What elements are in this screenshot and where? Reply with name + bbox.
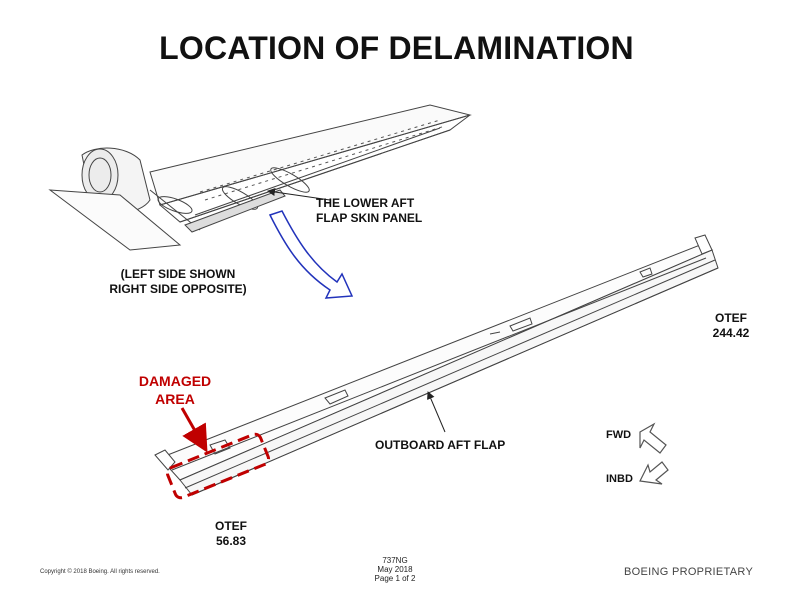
copyright-text: Copyright © 2018 Boeing. All rights rese… xyxy=(40,569,160,575)
otef-right: OTEF 244.42 xyxy=(706,311,756,341)
outboard-flap-leader-line xyxy=(427,391,446,433)
panel-label: THE LOWER AFT FLAP SKIN PANEL xyxy=(316,196,422,226)
outboard-aft-flap xyxy=(154,234,719,496)
footer-page: Page 1 of 2 xyxy=(374,574,416,583)
footer-info: 737NG May 2018 Page 1 of 2 xyxy=(350,556,440,583)
side-note-line2: RIGHT SIDE OPPOSITE) xyxy=(109,282,247,296)
damaged-area-label: DAMAGED AREA xyxy=(120,372,230,408)
side-note-line1: (LEFT SIDE SHOWN xyxy=(120,267,236,281)
inbd-arrow-icon xyxy=(639,461,669,485)
damaged-label-line2: AREA xyxy=(155,391,195,407)
otef-right-value: 244.42 xyxy=(712,326,750,340)
otef-right-label: OTEF xyxy=(715,311,747,325)
outboard-flap-label: OUTBOARD AFT FLAP xyxy=(375,438,506,452)
damaged-area-arrow xyxy=(180,407,208,453)
otef-left: OTEF 56.83 xyxy=(206,519,256,549)
wing-illustration xyxy=(48,104,472,251)
fwd-arrow-icon xyxy=(639,422,667,454)
footer-model: 737NG xyxy=(382,556,408,565)
side-note: (LEFT SIDE SHOWN RIGHT SIDE OPPOSITE) xyxy=(88,267,268,297)
otef-left-label: OTEF xyxy=(215,519,247,533)
transition-arrow xyxy=(268,210,354,299)
damaged-label-line1: DAMAGED xyxy=(138,373,212,389)
otef-left-value: 56.83 xyxy=(215,534,247,548)
panel-label-line1: THE LOWER AFT xyxy=(316,196,415,210)
inbd-label: INBD xyxy=(606,473,633,485)
fwd-label: FWD xyxy=(606,429,632,441)
page-title: LOCATION OF DELAMINATION xyxy=(159,30,634,66)
damaged-area-outline xyxy=(165,432,271,500)
proprietary-notice: BOEING PROPRIETARY xyxy=(624,566,754,578)
panel-label-line2: FLAP SKIN PANEL xyxy=(316,211,423,225)
panel-leader-line xyxy=(267,188,331,201)
footer-date: May 2018 xyxy=(377,565,413,574)
